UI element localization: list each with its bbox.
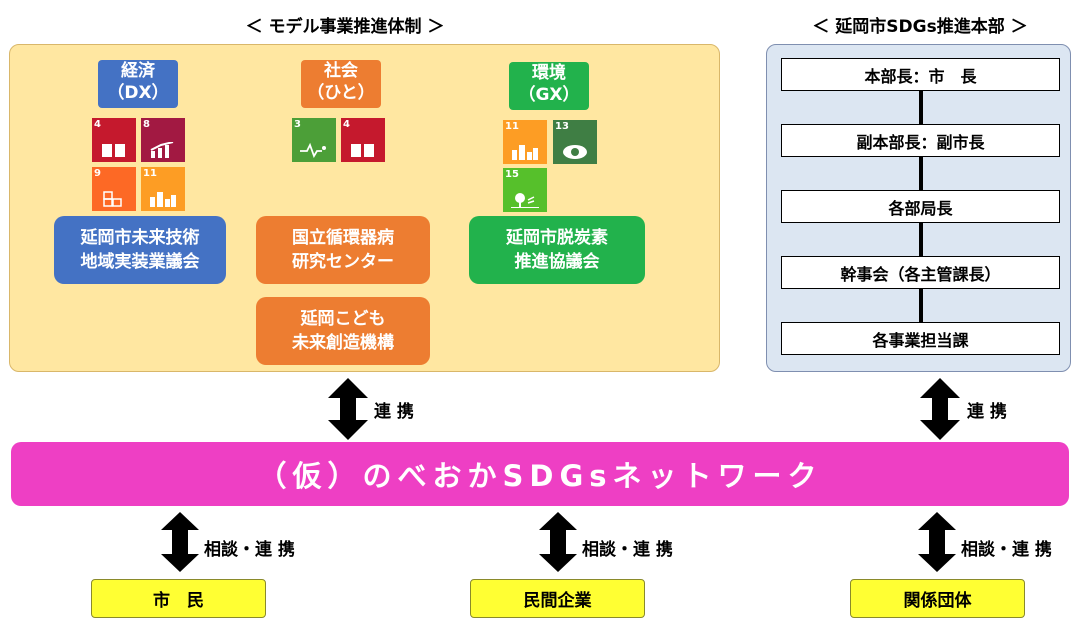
consult-label-companies: 相談・連 携	[582, 540, 673, 560]
category-society-sub: （ひと）	[307, 83, 375, 103]
sdg-goal-13-icon: 13	[553, 120, 597, 164]
category-economy-sub: （DX）	[107, 83, 169, 103]
org-decarbonization-line2: 推進協議会	[514, 252, 600, 272]
double-arrow-icon	[328, 378, 368, 440]
category-society-name: 社会	[324, 61, 358, 81]
consult-label-organizations: 相談・連 携	[961, 540, 1052, 560]
category-environment-name: 環境	[532, 63, 566, 83]
double-arrow-icon	[918, 512, 956, 572]
double-arrow-icon	[920, 378, 960, 440]
model-title: ＜ モデル事業推進体制 ＞	[245, 17, 445, 37]
hq-chief-box: 本部長：市 長	[781, 58, 1060, 91]
double-arrow-icon	[161, 512, 199, 572]
org-ncvc-line2: 研究センター	[292, 252, 394, 272]
link-label-left: 連 携	[374, 402, 414, 422]
sdg-goal-8-icon: 8	[141, 118, 185, 162]
org-children-line1: 延岡こども	[300, 309, 386, 329]
sdg-goal-3-icon: 3	[292, 118, 336, 162]
org-cerebral-cardiovascular-center: 国立循環器病 研究センター	[256, 216, 430, 284]
sdg-goal-9-icon: 9	[92, 167, 136, 211]
hq-deputy-box: 副本部長：副市長	[781, 124, 1060, 157]
org-ncvc-line1: 国立循環器病	[292, 228, 394, 248]
org-future-tech-council: 延岡市未来技術 地域実装業議会	[54, 216, 226, 284]
sdg-goal-11b-icon: 11	[503, 120, 547, 164]
consult-label-citizens: 相談・連 携	[204, 540, 295, 560]
org-future-tech-line1: 延岡市未来技術	[80, 228, 200, 248]
category-environment-sub: （GX）	[518, 85, 580, 105]
category-environment: 環境 （GX）	[509, 62, 589, 110]
hq-secretariat-box: 幹事会（各主管課長）	[781, 256, 1060, 289]
org-decarbonization-line1: 延岡市脱炭素	[506, 228, 608, 248]
sdgs-network-bar: （仮）のべおかSDGsネットワーク	[11, 442, 1069, 506]
org-future-tech-line2: 地域実装業議会	[80, 252, 200, 272]
sdg-goal-4b-icon: 4	[341, 118, 385, 162]
sdg-goal-11-icon: 11	[141, 167, 185, 211]
stakeholder-private-companies: 民間企業	[470, 579, 645, 618]
hq-department-heads-box: 各部局長	[781, 190, 1060, 223]
category-economy-name: 経済	[121, 61, 155, 81]
sdg-goal-4-icon: 4	[92, 118, 136, 162]
sdg-goal-15-icon: 15	[503, 168, 547, 212]
link-label-right: 連 携	[967, 402, 1007, 422]
stakeholder-citizens: 市 民	[91, 579, 266, 618]
double-arrow-icon	[539, 512, 577, 572]
org-children-line2: 未来創造機構	[292, 333, 394, 353]
hq-title: ＜ 延岡市SDGs推進本部 ＞	[812, 17, 1028, 37]
stakeholder-related-organizations: 関係団体	[850, 579, 1025, 618]
hq-project-divisions-box: 各事業担当課	[781, 322, 1060, 355]
org-decarbonization-council: 延岡市脱炭素 推進協議会	[469, 216, 645, 284]
org-children-future-organization: 延岡こども 未来創造機構	[256, 297, 430, 365]
category-society: 社会 （ひと）	[301, 60, 381, 108]
category-economy: 経済 （DX）	[98, 60, 178, 108]
